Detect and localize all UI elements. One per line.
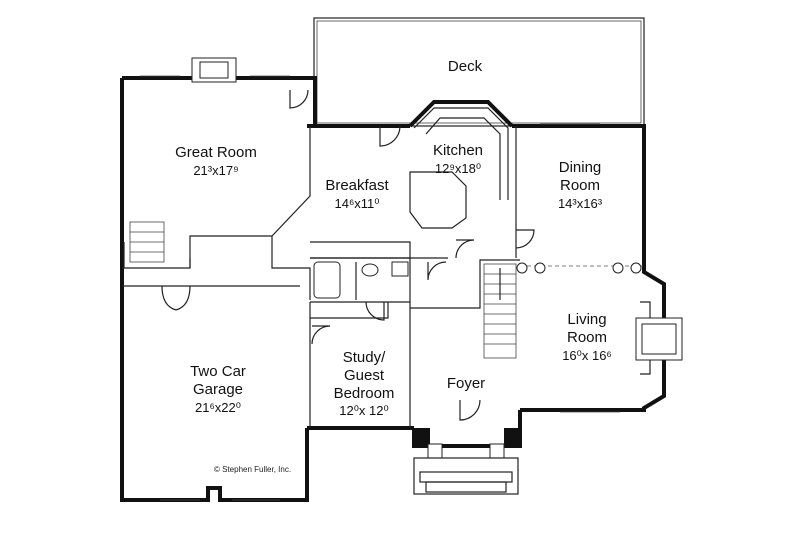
study-name-1: Study/ — [343, 349, 386, 366]
room-label-study: Study/ Guest Bedroom 12⁰x 12⁰ — [334, 349, 395, 418]
deck — [313, 17, 645, 127]
kitchen-name: Kitchen — [433, 142, 483, 159]
windows — [140, 75, 620, 413]
bath-fixtures — [313, 261, 409, 299]
front-portico — [413, 428, 520, 495]
living-name-2: Room — [567, 329, 607, 346]
garage-name-2: Garage — [193, 381, 243, 398]
garage-dim: 21⁶x22⁰ — [195, 400, 241, 415]
garage-name-1: Two Car — [190, 363, 246, 380]
room-label-deck: Deck — [448, 58, 483, 75]
living-dim: 16⁰x 16⁶ — [562, 348, 612, 363]
great-room-name: Great Room — [175, 144, 257, 161]
study-name-2: Guest — [344, 367, 385, 384]
study-name-3: Bedroom — [334, 385, 395, 402]
copyright-text: © Stephen Fuller, Inc. — [214, 465, 291, 474]
room-label-great-room: Great Room 21³x17⁹ — [175, 144, 257, 178]
dining-name-1: Dining — [559, 159, 602, 176]
room-label-kitchen: Kitchen 12⁹x18⁰ — [433, 142, 483, 176]
deck-name: Deck — [448, 58, 483, 75]
breakfast-name: Breakfast — [325, 177, 389, 194]
great-room-dim: 21³x17⁹ — [193, 163, 238, 178]
garage-doors — [160, 285, 280, 501]
stairs — [129, 221, 517, 359]
columns — [516, 262, 642, 274]
room-label-living: Living Room 16⁰x 16⁶ — [562, 311, 612, 363]
doors — [289, 89, 535, 421]
living-name-1: Living — [567, 311, 606, 328]
room-label-foyer: Foyer — [447, 375, 485, 392]
room-label-breakfast: Breakfast 14⁶x11⁰ — [325, 177, 389, 211]
fireplace-great-room — [191, 57, 237, 83]
kitchen-dim: 12⁹x18⁰ — [435, 161, 481, 176]
study-dim: 12⁰x 12⁰ — [339, 403, 388, 418]
dining-dim: 14³x16³ — [558, 196, 603, 211]
room-label-garage: Two Car Garage 21⁶x22⁰ — [190, 363, 246, 415]
breakfast-dim: 14⁶x11⁰ — [334, 196, 379, 211]
interior-walls — [122, 107, 683, 428]
dining-name-2: Room — [560, 177, 600, 194]
foyer-name: Foyer — [447, 375, 485, 392]
room-label-dining: Dining Room 14³x16³ — [558, 159, 603, 211]
